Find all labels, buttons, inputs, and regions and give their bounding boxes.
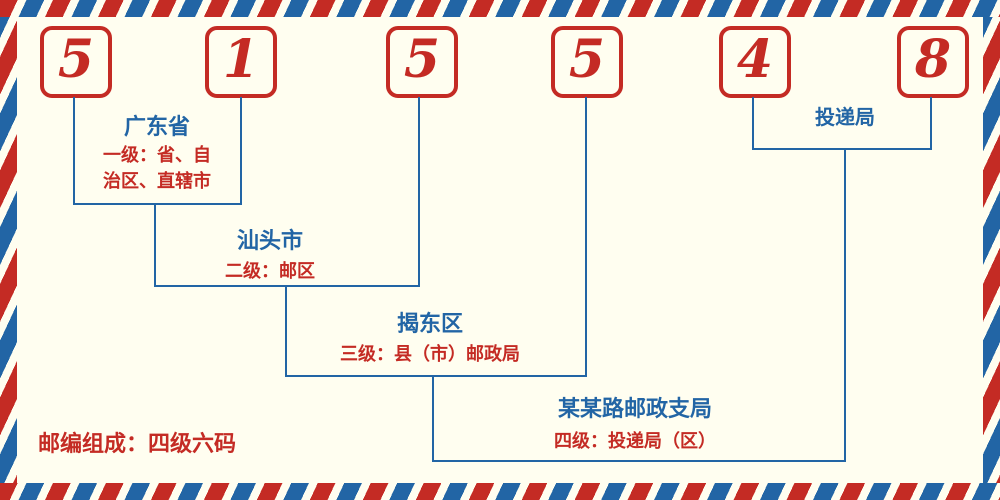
- level4-name: 某某路邮政支局: [557, 396, 712, 421]
- level1-bracket-bottom-line: [73, 203, 242, 205]
- level1-description: 一级：省、自治区、直辖市: [103, 145, 211, 192]
- level2-bracket-right-line: [418, 97, 420, 287]
- digit-3: 5: [403, 29, 441, 90]
- delivery-bracket-bottom-line: [752, 148, 932, 150]
- level2-bracket-left-line: [154, 205, 156, 287]
- digit-2: 1: [222, 29, 260, 90]
- delivery-bracket-right-line: [930, 97, 932, 150]
- level4-bracket-left-line: [432, 377, 434, 462]
- level2-bracket-bottom-line: [154, 285, 420, 287]
- digit-box-2: 1: [205, 26, 277, 98]
- delivery-bureau-label: 投递局: [815, 107, 875, 129]
- airmail-border-left: [0, 0, 17, 500]
- delivery-bracket-left-line: [752, 97, 754, 150]
- digit-box-3: 5: [386, 26, 458, 98]
- level1-bracket-right-line: [240, 97, 242, 205]
- airmail-border-right: [983, 0, 1000, 500]
- level3-bracket-bottom-line: [285, 375, 587, 377]
- digit-1: 5: [57, 29, 95, 90]
- digit-box-6: 8: [897, 26, 969, 98]
- level4-description: 四级：投递局（区）: [554, 431, 716, 451]
- level2-name: 汕头市: [236, 228, 303, 253]
- level3-bracket-right-line: [585, 97, 587, 377]
- level3-bracket-left-line: [285, 287, 287, 377]
- digit-4: 5: [568, 29, 606, 90]
- airmail-border-top: [0, 0, 1000, 17]
- airmail-border-bottom: [0, 483, 1000, 500]
- level4-bracket-bottom-line: [432, 460, 846, 462]
- level1-name: 广东省: [123, 114, 190, 139]
- level3-name: 揭东区: [396, 311, 463, 336]
- level1-bracket-left-line: [73, 97, 75, 205]
- digit-box-4: 5: [551, 26, 623, 98]
- digit-box-5: 4: [719, 26, 791, 98]
- level4-bracket-right-line: [844, 150, 846, 462]
- composition-note: 邮编组成：四级六码: [38, 431, 237, 456]
- level3-description: 三级：县（市）邮政局: [340, 344, 520, 364]
- digit-6: 8: [914, 29, 952, 90]
- digit-5: 4: [736, 29, 774, 90]
- level2-description: 二级：邮区: [225, 261, 315, 281]
- digit-box-1: 5: [40, 26, 112, 98]
